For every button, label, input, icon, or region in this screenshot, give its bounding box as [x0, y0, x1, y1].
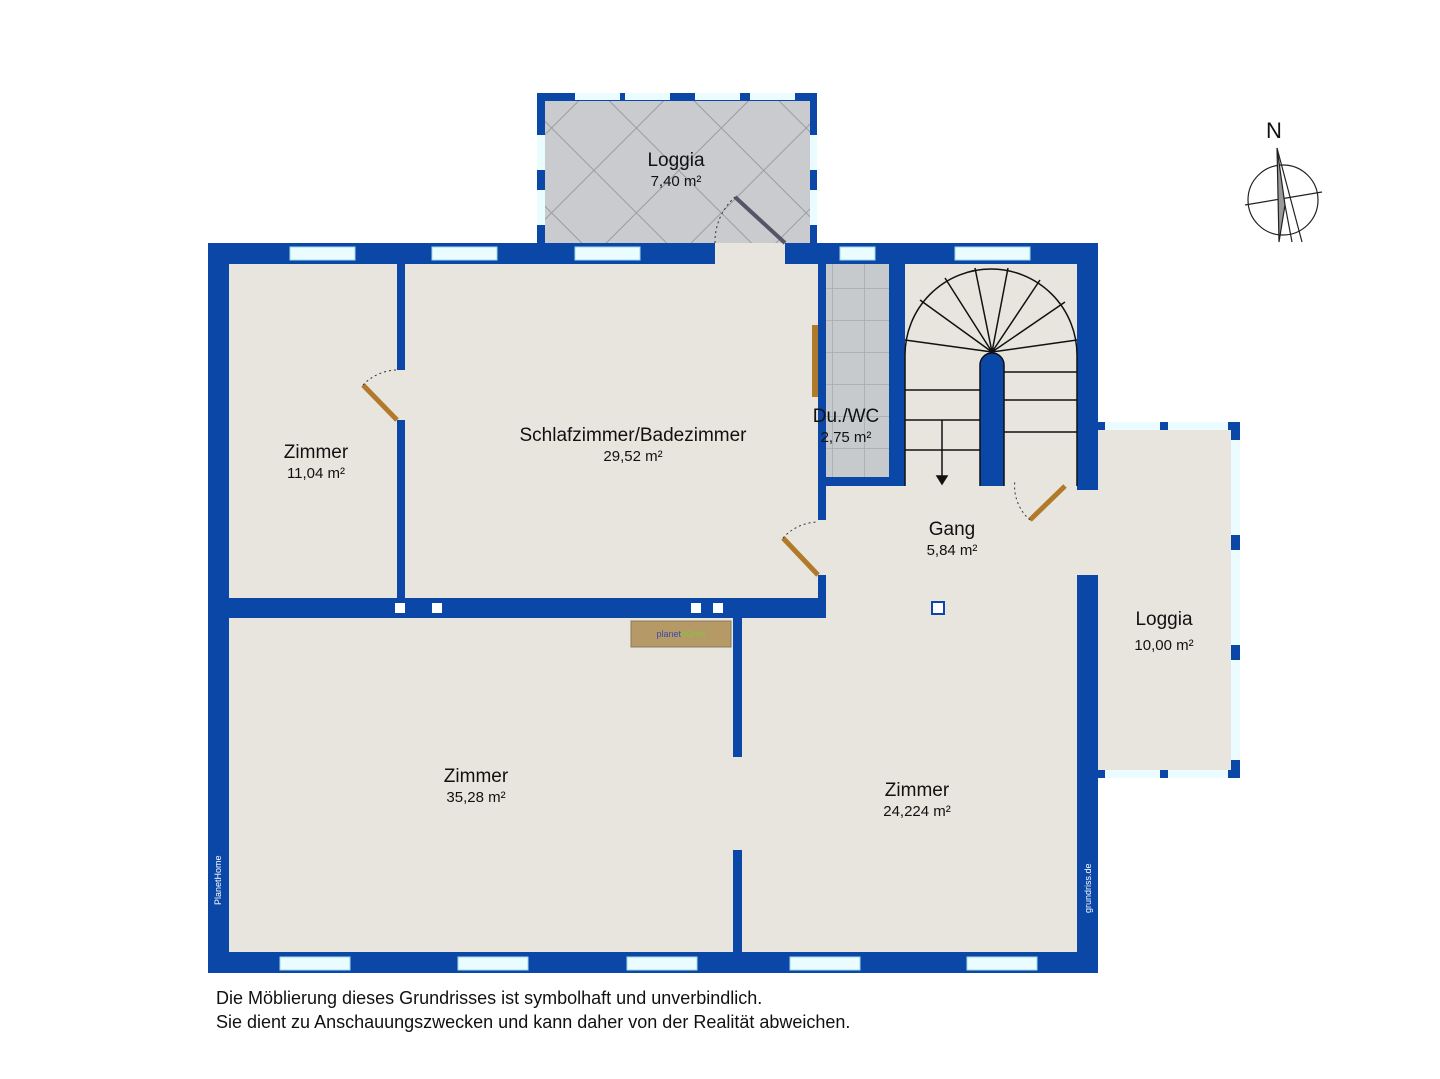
room-area: 5,84 m²: [926, 542, 978, 559]
staircase-steps: [904, 267, 1078, 486]
room-area: 2,75 m²: [820, 429, 872, 446]
compass-north-label: N: [1266, 118, 1282, 143]
planethome-logo: planethOme: [630, 620, 732, 648]
loggia-right: [1098, 422, 1240, 778]
room-label-gang: Gang 5,84 m²: [927, 519, 978, 559]
room-label-loggia-right: Loggia 10,00 m²: [1134, 609, 1193, 654]
room-name: Loggia: [1135, 609, 1193, 630]
room-label-zimmer-2: Zimmer 35,28 m²: [444, 766, 508, 806]
room-zimmer-1: [229, 264, 397, 598]
room-zimmer-2: [229, 618, 733, 952]
room-area: 11,04 m²: [286, 465, 346, 482]
room-area: 7,40 m²: [650, 173, 702, 190]
watermark-planethome: PlanetHome: [213, 855, 223, 905]
disclaimer: Die Möblierung dieses Grundrisses ist sy…: [216, 986, 850, 1034]
room-label-loggia-top: Loggia 7,40 m²: [647, 150, 704, 190]
room-label-schlafzimmer: Schlafzimmer/Badezimmer 29,52 m²: [520, 425, 747, 465]
room-name: Zimmer: [443, 766, 509, 787]
room-name: Loggia: [647, 150, 705, 171]
loggia-top: [537, 93, 817, 248]
disclaimer-line: Die Möblierung dieses Grundrisses ist sy…: [216, 988, 763, 1008]
svg-text:planethOme: planethOme: [656, 629, 705, 639]
room-zimmer-3: [742, 618, 1077, 952]
room-name: Schlafzimmer/Badezimmer: [519, 425, 747, 446]
room-name: Gang: [928, 519, 976, 540]
room-label-zimmer-3: Zimmer 24,224 m²: [883, 780, 951, 820]
room-label-zimmer-1: Zimmer 11,04 m²: [284, 442, 348, 482]
compass-icon: [1244, 147, 1323, 243]
room-area: 10,00 m²: [1134, 637, 1194, 654]
room-name: Du./WC: [812, 406, 880, 427]
room-schlafzimmer: [405, 264, 818, 598]
room-area: 29,52 m²: [603, 448, 663, 465]
disclaimer-line: Sie dient zu Anschauungszwecken und kann…: [216, 1012, 851, 1032]
room-gang: [826, 486, 1077, 618]
room-area: 24,224 m²: [883, 803, 951, 820]
room-area: 35,28 m²: [446, 789, 506, 806]
room-name: Zimmer: [884, 780, 950, 801]
room-du-wc: [826, 264, 889, 477]
room-name: Zimmer: [283, 442, 349, 463]
room-label-du-wc: Du./WC 2,75 m²: [813, 406, 880, 446]
watermark-grundriss: grundriss.de: [1083, 863, 1093, 913]
